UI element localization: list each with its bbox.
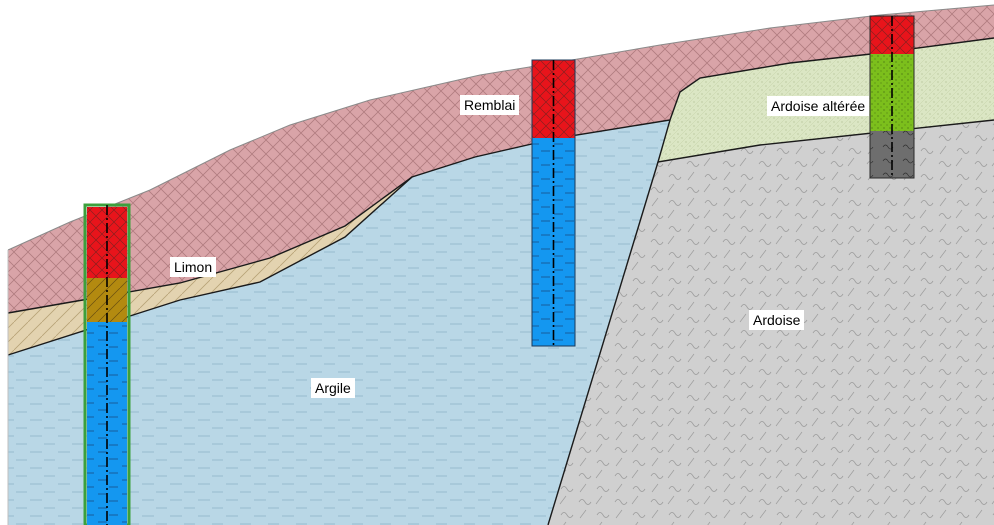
borehole-2 [531, 59, 576, 347]
layer-remblai [8, 5, 994, 313]
borehole-1 [83, 203, 131, 525]
label-ardoise: Ardoise [749, 310, 805, 330]
label-limon: Limon [170, 257, 217, 277]
label-remblai: Remblai [460, 95, 520, 115]
borehole-3 [869, 15, 915, 179]
label-argile: Argile [311, 378, 355, 398]
layer-argile [8, 120, 670, 525]
remblai-base-line [7, 37, 994, 314]
ground-surface-line [7, 4, 994, 251]
ardoise-contact-line [547, 161, 659, 525]
label-ardoise-alteree: Ardoise altérée [767, 96, 870, 116]
